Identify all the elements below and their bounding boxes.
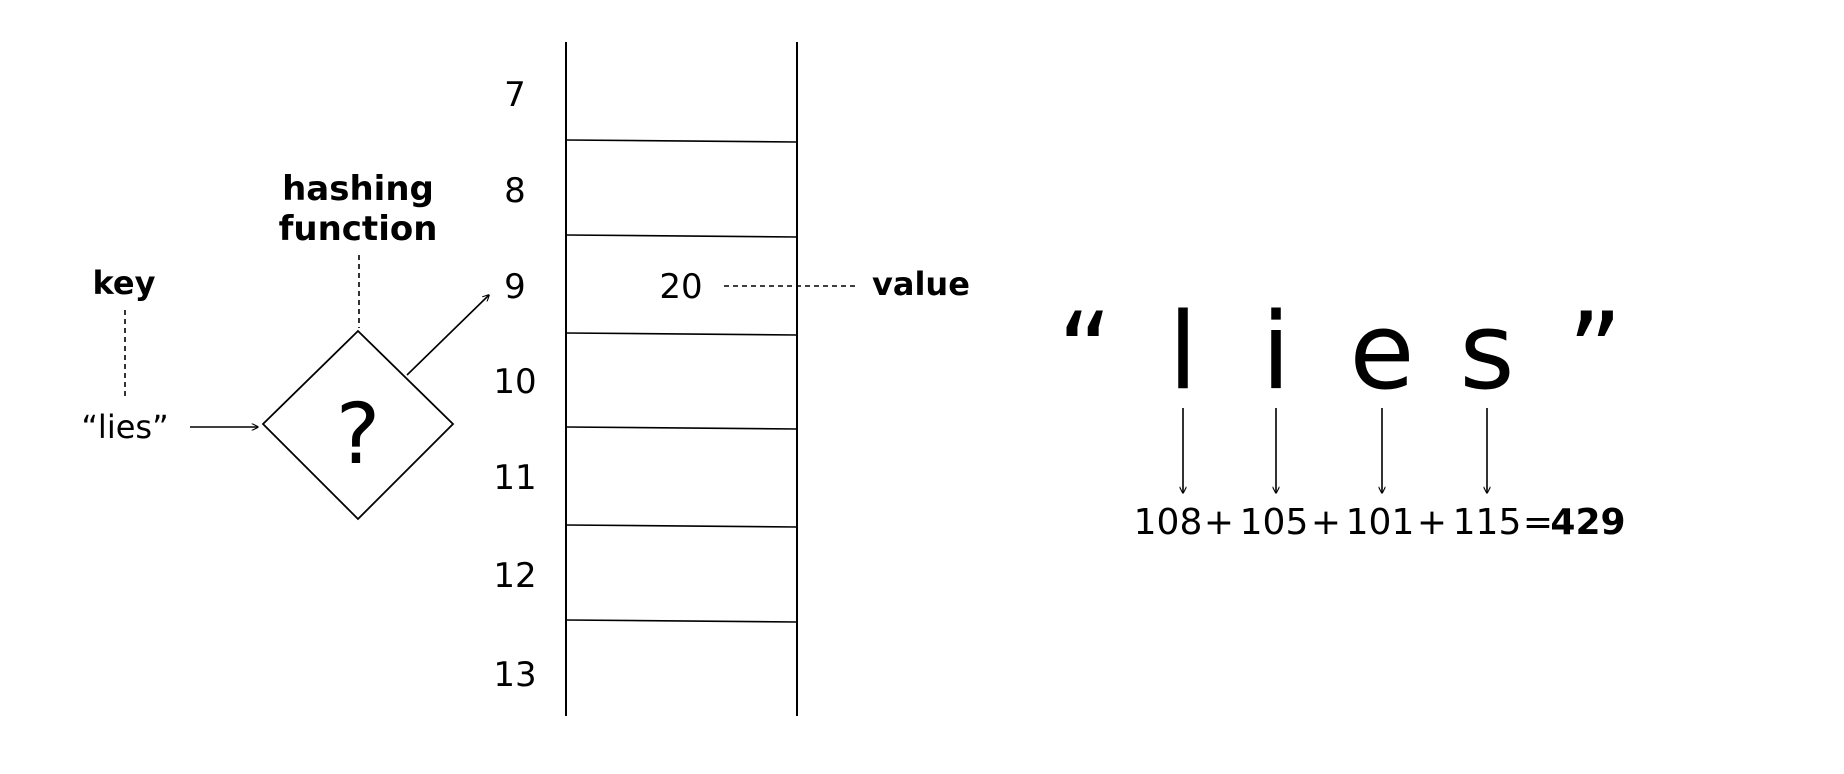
index-label: 11: [493, 458, 536, 498]
open-quote: “: [1058, 290, 1113, 413]
char-code: 105: [1240, 502, 1309, 543]
table-row-dividers: [565, 139, 798, 623]
row-divider: [565, 234, 798, 238]
letter-i: i: [1261, 290, 1290, 413]
letter-l: l: [1168, 290, 1197, 413]
letter-to-code-arrows: [1183, 408, 1487, 493]
letter-e: e: [1349, 290, 1414, 413]
hashing-function-diamond: [261, 329, 455, 521]
index-label: 12: [493, 556, 536, 596]
table-index-labels: 7 8 9 10 11 12 13: [493, 75, 536, 695]
hashing-function-label-line1: hashing: [282, 169, 434, 209]
index-label: 9: [504, 267, 526, 307]
index-label: 13: [493, 655, 536, 695]
code-sum-equation: 108 + 105 + 101 + 115 = 429: [1134, 502, 1626, 543]
index-label: 8: [504, 171, 526, 211]
index-label: 7: [504, 75, 526, 115]
hash-sum: 429: [1550, 502, 1625, 543]
lies-word: “ l i e s ”: [1058, 290, 1623, 413]
letter-s: s: [1459, 290, 1514, 413]
key-label: key: [93, 264, 156, 302]
plus-sign: +: [1417, 502, 1447, 543]
close-quote: ”: [1568, 290, 1623, 413]
equals-sign: =: [1523, 502, 1553, 543]
row-divider: [565, 332, 798, 336]
function-to-index-arrow: [406, 295, 489, 376]
plus-sign: +: [1204, 502, 1234, 543]
key-text: “lies”: [81, 408, 168, 446]
char-code: 108: [1134, 502, 1203, 543]
value-label: value: [872, 265, 970, 303]
hashing-function-label-line2: function: [279, 209, 438, 249]
stored-value: 20: [659, 267, 702, 307]
hashing-function-symbol: ?: [336, 385, 381, 483]
row-divider: [565, 139, 798, 143]
row-divider: [565, 426, 798, 430]
char-code: 115: [1453, 502, 1522, 543]
index-label: 10: [493, 362, 536, 402]
row-divider: [565, 524, 798, 528]
char-code: 101: [1346, 502, 1415, 543]
row-divider: [565, 619, 798, 623]
plus-sign: +: [1311, 502, 1341, 543]
